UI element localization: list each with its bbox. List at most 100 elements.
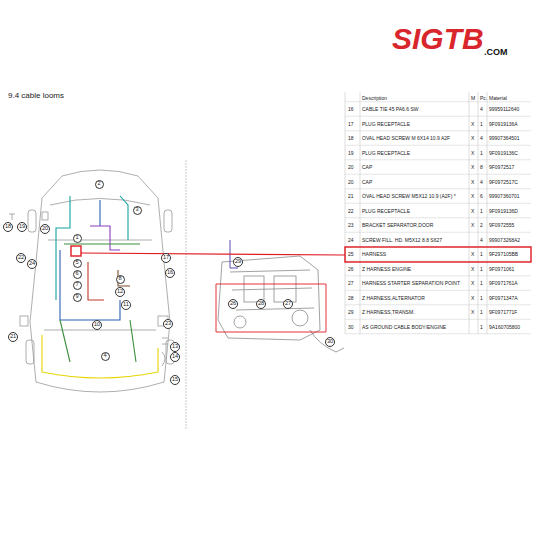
table-cell: SCREW FILL. HD. M5X12 8.8 S627 [362,237,442,242]
callout-circle: 19 [17,222,27,232]
table-cell: X [471,223,474,228]
callout-circle: 30 [325,337,335,347]
table-cell: 21 [348,194,354,199]
callout-number: 13 [172,344,178,350]
table-cell: 30 [348,324,354,329]
callout-number: 14 [172,354,178,360]
callout-number: 7 [75,282,78,288]
table-cell: X [471,295,474,300]
table-cell: 4 [480,179,483,184]
table-cell: 1 [480,208,483,213]
table-cell: X [471,266,474,271]
table-cell: 25 [348,252,354,257]
table-cell: 26 [348,266,354,271]
table-cell: X [471,194,474,199]
table-cell: X [471,252,474,257]
table-cell: 1 [480,310,483,315]
callout-number: 29 [235,259,241,265]
callout-number: 4 [103,353,106,359]
callout-circle: 8 [116,275,125,284]
callout-number: 16 [167,270,173,276]
callout-number: 6 [75,271,78,277]
table-cell: CAP [362,165,372,170]
callout-circle: 20 [40,224,50,234]
callout-circle: 6 [73,270,82,279]
callout-number: 10 [94,322,100,328]
table-cell: 9F0971061 [489,266,514,271]
table-cell: PLUG RECEPTACLE [362,121,410,126]
callout-number: 18 [5,224,11,230]
callout-number: 21 [10,334,16,340]
table-cell: 17 [348,121,354,126]
table-cell: 16 [348,107,354,112]
table-cell: 9F297105BB [489,252,518,257]
callout-circle: 9 [73,293,82,302]
callout-number: 24 [29,261,35,267]
table-cell: 9F0919136A [489,121,518,126]
table-cell: 9F0971761A [489,281,518,286]
table-cell: X [471,165,474,170]
callout-number: 11 [123,302,129,308]
callout-number: 15 [172,377,178,383]
callout-number: 5 [75,260,78,266]
callout-circle: 26 [228,299,238,309]
table-cell: 20 [348,165,354,170]
table-cell: HARNESS [362,252,386,257]
callout-number: 1 [75,235,78,241]
callout-circle: 21 [8,332,18,342]
table-cell: PLUG RECEPTACLE [362,150,410,155]
table-cell: 4 [480,237,483,242]
table-cell: X [471,208,474,213]
table-cell: X [471,150,474,155]
table-cell: 6 [480,194,483,199]
callout-number: 17 [163,255,169,261]
table-cell: CAP [362,179,372,184]
callout-circle: 4 [101,352,110,361]
table-cell: X [471,136,474,141]
table-cell: 9F0972555 [489,223,514,228]
table-cell: 28 [348,295,354,300]
table-cell: 24 [348,237,354,242]
callout-number: 20 [42,226,48,232]
callout-circle: 28 [256,299,266,309]
callout-circle: 1 [73,234,82,243]
table-cell: 1 [480,324,483,329]
callout-circle: 14 [170,352,180,362]
table-cell: CABLE TIE 45 PA6.6 SW [362,107,419,112]
callout-circle: 3 [133,206,142,215]
table-cell: HARNESS STARTER SEPARATION POINT [362,281,460,286]
table-cell: 9A160705800 [489,324,520,329]
table-cell: 1 [480,295,483,300]
callout-number: 27 [285,301,291,307]
callout-circle: 23 [163,319,173,329]
table-cell: 1 [480,150,483,155]
table-cell: BRACKET SEPARATOR,DOOR [362,223,433,228]
callout-circle: 5 [73,259,82,268]
callout-number: 26 [230,301,236,307]
table-cell: 99907364501 [489,136,520,141]
table-cell: X [471,281,474,286]
callout-circle: 11 [121,300,131,310]
table-cell: 8 [480,165,483,170]
callout-number: 23 [165,321,171,327]
table-cell: 4 [480,107,483,112]
callout-number: 2 [97,181,100,187]
table-header: Description [362,96,387,101]
table-cell: OVAL HEAD SCREW M5X12 10.9 (A2F) * [362,194,456,199]
callout-circle: 18 [3,222,13,232]
section-title: 9.4 cable looms [8,92,64,100]
table-cell: PLUG RECEPTACLE [362,208,410,213]
callout-number: 8 [118,276,121,282]
table-cell: 99907360701 [489,194,520,199]
table-header: Material [489,96,507,101]
table-cell: 9F0919136D [489,208,518,213]
table-cell: 9F0971771F [489,310,517,315]
table-cell: Z HARNESS ENGINE [362,266,411,271]
table-header: Pc. [480,96,487,101]
table-cell: 1 [480,281,483,286]
callout-number: 30 [327,339,333,345]
callout-circle: 10 [92,320,102,330]
callout-circle: 22 [16,253,26,263]
callout-circle: 29 [233,257,243,267]
callout-number: 9 [75,294,78,300]
